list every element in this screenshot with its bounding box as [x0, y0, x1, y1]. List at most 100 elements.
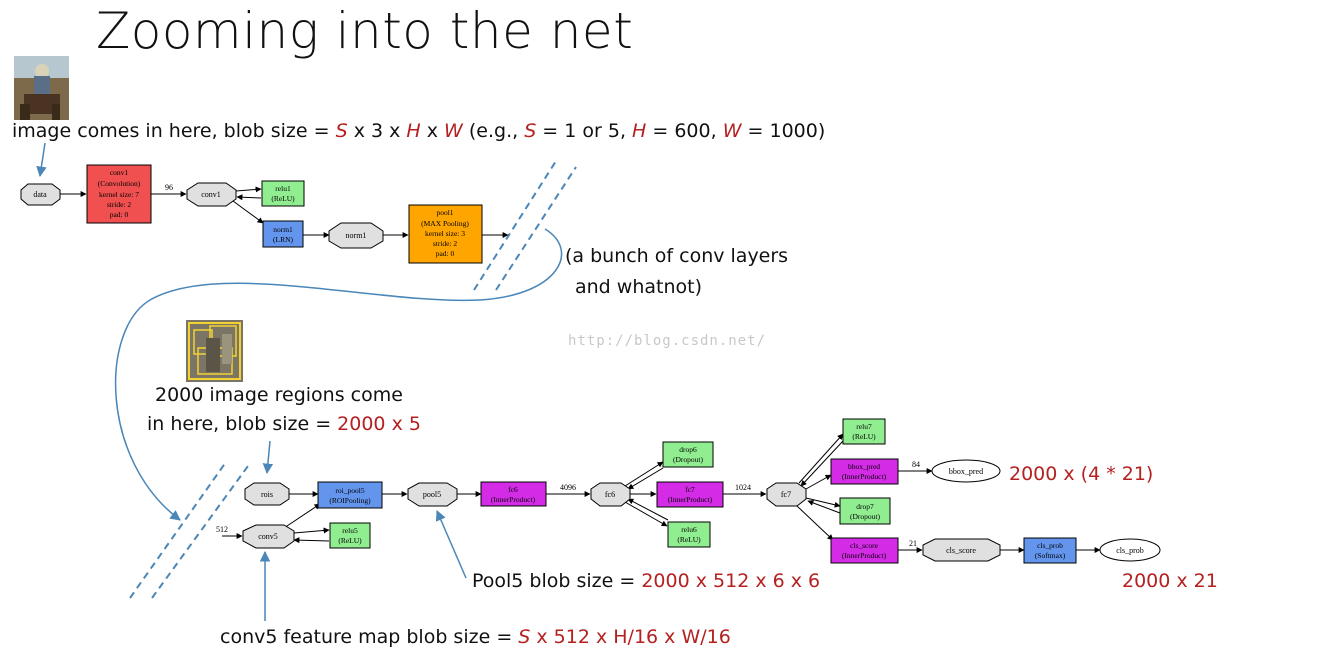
layer-param: kernel size: 3 [425, 229, 465, 238]
blob-cls-score: cls_score [922, 538, 1001, 562]
edge-label-84: 84 [912, 460, 920, 469]
graph-edges [60, 186, 1101, 553]
blob-conv1: conv1 [186, 182, 237, 207]
blob-label: data [33, 190, 47, 199]
caption-text: x 3 x [347, 120, 407, 142]
layer-type: (InnerProduct) [842, 551, 887, 560]
edge [293, 527, 330, 534]
blob-label: fc7 [781, 490, 791, 499]
layer-type: (ReLU) [338, 536, 362, 545]
conv5-blob-size: x 512 x H/16 x W/16 [530, 626, 731, 648]
edge-label-96: 96 [165, 183, 173, 192]
layer-relu1: relu1 (ReLU) [261, 180, 305, 207]
regions-blob-size: 2000 x 5 [337, 413, 421, 435]
caption-text: in here, blob size = [147, 413, 338, 435]
image-input-caption: image comes in here, blob size = S x 3 x… [12, 120, 825, 142]
edge [624, 461, 664, 487]
layer-name: relu5 [342, 526, 358, 535]
caption-text: = 1000) [741, 120, 826, 142]
edge [627, 498, 669, 521]
edge-label-512: 512 [216, 525, 228, 534]
blob-label: cls_score [946, 546, 976, 555]
layer-param: stride: 2 [107, 200, 132, 209]
symbol-s: S [518, 626, 531, 648]
layer-type: (InnerProduct) [491, 495, 536, 504]
layer-relu5: relu5 (ReLU) [329, 522, 371, 549]
layer-name: pool1 [436, 208, 453, 217]
layer-type: (InnerProduct) [842, 472, 887, 481]
symbol-h: H [406, 120, 421, 142]
layer-param: pad: 0 [436, 249, 455, 258]
pool5-blob-size: 2000 x 512 x 6 x 6 [641, 570, 821, 592]
layer-type: (InnerProduct) [668, 495, 713, 504]
regions-caption-line1: 2000 image regions come [155, 384, 403, 406]
layer-bbox-pred: bbox_pred (InnerProduct) [830, 458, 899, 485]
edge [798, 433, 844, 484]
blob-fc7: fc7 [766, 482, 807, 507]
symbol-s: S [524, 120, 537, 142]
layer-name: relu1 [275, 184, 291, 193]
regions-pointer-arrow [262, 440, 274, 475]
layer-conv1: conv1 (Convolution) kernel size: 7 strid… [86, 164, 152, 224]
bottom-break-line-2 [151, 465, 249, 599]
caption-text: = 600, [646, 120, 723, 142]
edge [236, 194, 262, 201]
top-break-line-2 [495, 166, 577, 291]
blob-nodes: data conv1 norm1 rois conv5 pool5 [20, 182, 1161, 562]
layer-norm1: norm1 (LRN) [262, 220, 304, 248]
blob-fc6: fc6 [590, 482, 631, 507]
bunch-caption-line2: and whatnot) [575, 276, 702, 298]
layer-name: drop6 [679, 445, 697, 454]
caption-text: Pool5 blob size = [472, 570, 642, 592]
layer-name: relu7 [856, 422, 872, 431]
blob-norm1: norm1 [328, 222, 384, 249]
caption-text: image comes in here, blob size = [12, 120, 336, 142]
blob-label: cls_prob [1116, 546, 1144, 555]
layer-name: conv1 [110, 168, 129, 177]
bunch-caption-line1: (a bunch of conv layers [565, 245, 789, 267]
top-break-line-1 [473, 160, 557, 291]
break-lines [129, 160, 577, 599]
layer-type: (ReLU) [852, 432, 876, 441]
blob-pool5: pool5 [407, 482, 458, 507]
layer-fc6: fc6 (InnerProduct) [480, 481, 547, 507]
layer-type: (ROIPooling) [329, 496, 371, 505]
layer-type: (ReLU) [271, 194, 295, 203]
layer-type: (LRN) [273, 235, 293, 244]
edge [232, 200, 264, 224]
edge-label-1024: 1024 [735, 483, 751, 492]
layer-relu7: relu7 (ReLU) [842, 418, 886, 445]
edge [807, 500, 841, 514]
slide-title: Zooming into the net [96, 2, 634, 60]
conv5-caption: conv5 feature map blob size = S x 512 x … [220, 626, 731, 648]
regions-thumbnail [186, 320, 243, 382]
edge [235, 186, 262, 193]
blob-conv5: conv5 [242, 524, 295, 549]
layer-cls-prob: cls_prob (Softmax) [1023, 537, 1077, 564]
pool5-pointer-arrow [435, 510, 467, 579]
bbox-output-size: 2000 x (4 * 21) [1009, 463, 1154, 485]
edge [627, 467, 664, 490]
layer-fc7: fc7 (InnerProduct) [656, 481, 724, 508]
blob-label: fc6 [605, 490, 615, 499]
layer-name: relu6 [681, 525, 697, 534]
edge [805, 474, 832, 490]
layer-name: cls_prob [1037, 541, 1063, 550]
layer-type: (Softmax) [1035, 551, 1066, 560]
layer-type: (Convolution) [98, 179, 141, 188]
blob-bbox-pred: bbox_pred [931, 459, 1001, 483]
blob-label: conv5 [258, 532, 278, 541]
layer-cls-score: cls_score (InnerProduct) [830, 537, 899, 564]
edge [283, 503, 321, 529]
loop-pointer-arrow [115, 228, 563, 521]
blob-label: norm1 [346, 231, 367, 240]
layer-type: (Dropout) [850, 512, 880, 521]
blob-label: conv1 [201, 190, 221, 199]
bottom-break-line-1 [129, 461, 227, 599]
layer-type: (ReLU) [677, 535, 701, 544]
edge [796, 505, 834, 541]
layer-relu6: relu6 (ReLU) [667, 521, 711, 548]
layer-name: cls_score [850, 541, 879, 550]
layer-type: (Dropout) [673, 455, 703, 464]
